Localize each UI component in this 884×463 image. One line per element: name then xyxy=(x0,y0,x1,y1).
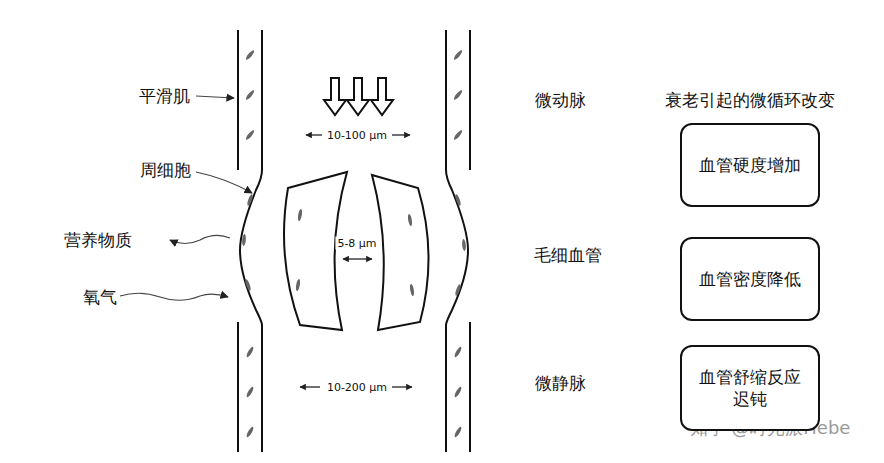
change-box: 血管硬度增加 xyxy=(680,123,820,207)
change-box: 血管密度降低 xyxy=(680,237,820,321)
vessel-label: 毛细血管 xyxy=(534,244,602,267)
change-box: 血管舒缩反应迟钝 xyxy=(680,345,820,431)
dimension-label: 10-100 μm xyxy=(325,129,389,142)
box-text: 血管密度降低 xyxy=(699,268,801,290)
part-label: 营养物质 xyxy=(64,229,132,252)
vessel-label: 微动脉 xyxy=(535,89,586,112)
dimension-label: 5-8 μm xyxy=(335,237,378,250)
section-heading: 衰老引起的微循环改变 xyxy=(665,89,835,112)
vessel-label: 微静脉 xyxy=(535,372,586,395)
part-label: 氧气 xyxy=(83,286,117,309)
part-label: 周细胞 xyxy=(140,159,191,182)
part-label: 平滑肌 xyxy=(139,85,190,108)
dimension-label: 10-200 μm xyxy=(325,381,389,394)
box-text: 血管硬度增加 xyxy=(699,154,801,176)
box-text: 血管舒缩反应迟钝 xyxy=(694,366,806,410)
